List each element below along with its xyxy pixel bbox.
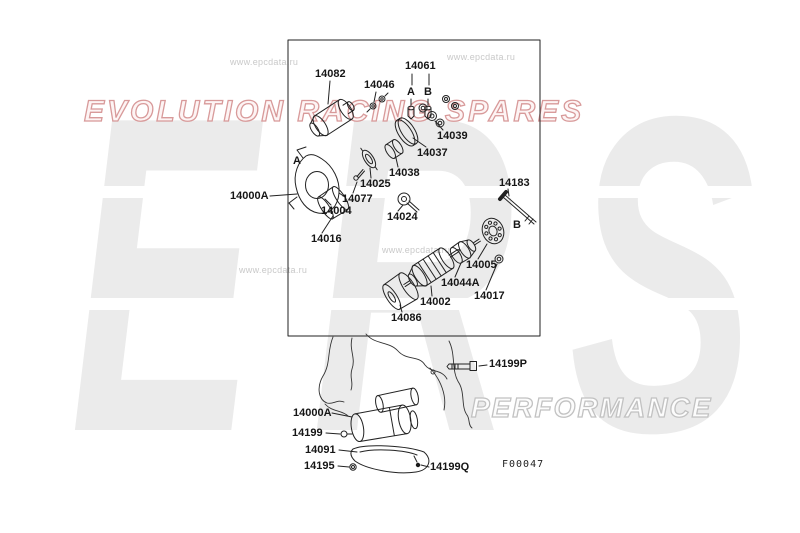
part-label-14061: 14061 [405, 60, 436, 72]
through-bolt-drawing [353, 169, 365, 181]
spacer-drawing [384, 139, 404, 159]
washers-drawing [442, 95, 459, 110]
evolution-racing-spares-watermark: EVOLUTION RACING SPARES [83, 94, 585, 128]
part-label-14025: 14025 [360, 178, 391, 190]
part-label-14195: 14195 [304, 460, 335, 472]
brush-holder-drawing [360, 147, 378, 171]
engine-sketch [318, 333, 473, 429]
bolt-14199p-drawing [446, 361, 477, 371]
cover-drawing [350, 445, 430, 474]
bolt-14199-drawing [340, 430, 353, 438]
part-label-14000a: 14000A [293, 407, 332, 419]
variant-letter-b: B [424, 86, 432, 98]
performance-watermark: PERFORMANCE [470, 392, 713, 424]
pinion-drawing [397, 192, 420, 213]
solenoid-drawing [309, 98, 355, 137]
part-label-14077: 14077 [342, 193, 373, 205]
variant-letter-a: A [407, 86, 415, 98]
starter-assembly-drawing [350, 387, 419, 443]
part-label-14000a: 14000A [230, 190, 269, 202]
bolt-14199q-drawing [413, 455, 421, 468]
part-label-14039: 14039 [437, 130, 468, 142]
figure-code: F00047 [502, 459, 545, 470]
overrunning-clutch-drawing [449, 238, 481, 264]
part-label-14082: 14082 [315, 68, 346, 80]
rear-plate-drawing [394, 117, 419, 147]
yoke-drawing [317, 186, 350, 220]
part-label-14199p: 14199P [489, 358, 527, 370]
epcdata-watermark: www.epcdata.ru [382, 245, 451, 255]
epcdata-watermark: www.epcdata.ru [239, 265, 308, 275]
part-label-14004: 14004 [321, 205, 352, 217]
part-label-14024: 14024 [387, 211, 418, 223]
terminal-bolts-drawing [366, 92, 389, 113]
epcdata-watermark: www.epcdata.ru [230, 57, 299, 67]
screw-a-drawing [407, 105, 415, 120]
part-label-14005: 14005 [466, 259, 497, 271]
part-label-14002: 14002 [420, 296, 451, 308]
front-bracket-drawing [288, 146, 346, 214]
snap-rings-drawing [418, 103, 445, 128]
nut-14195-drawing [349, 463, 357, 471]
epcdata-watermark: www.epcdata.ru [447, 52, 516, 62]
part-label-14091: 14091 [305, 444, 336, 456]
part-label-14016: 14016 [311, 233, 342, 245]
watermark-stripe [0, 186, 800, 198]
part-label-14044a: 14044A [441, 277, 480, 289]
part-label-14086: 14086 [391, 312, 422, 324]
armature-drawing [403, 247, 460, 288]
variant-letter-b: B [513, 219, 521, 231]
part-label-14046: 14046 [364, 79, 395, 91]
variant-letter-a: A [293, 155, 301, 167]
part-label-14037: 14037 [417, 147, 448, 159]
planet-gear-drawing [481, 217, 505, 245]
washer-drawing [494, 254, 504, 264]
part-label-14017: 14017 [474, 290, 505, 302]
rear-bracket-drawing [382, 272, 419, 310]
part-label-14199q: 14199Q [430, 461, 470, 473]
long-bolt-drawing [498, 190, 537, 225]
diagram-frame [287, 39, 541, 337]
part-label-14183: 14183 [499, 177, 530, 189]
part-label-14038: 14038 [389, 167, 420, 179]
part-label-14199: 14199 [292, 427, 323, 439]
